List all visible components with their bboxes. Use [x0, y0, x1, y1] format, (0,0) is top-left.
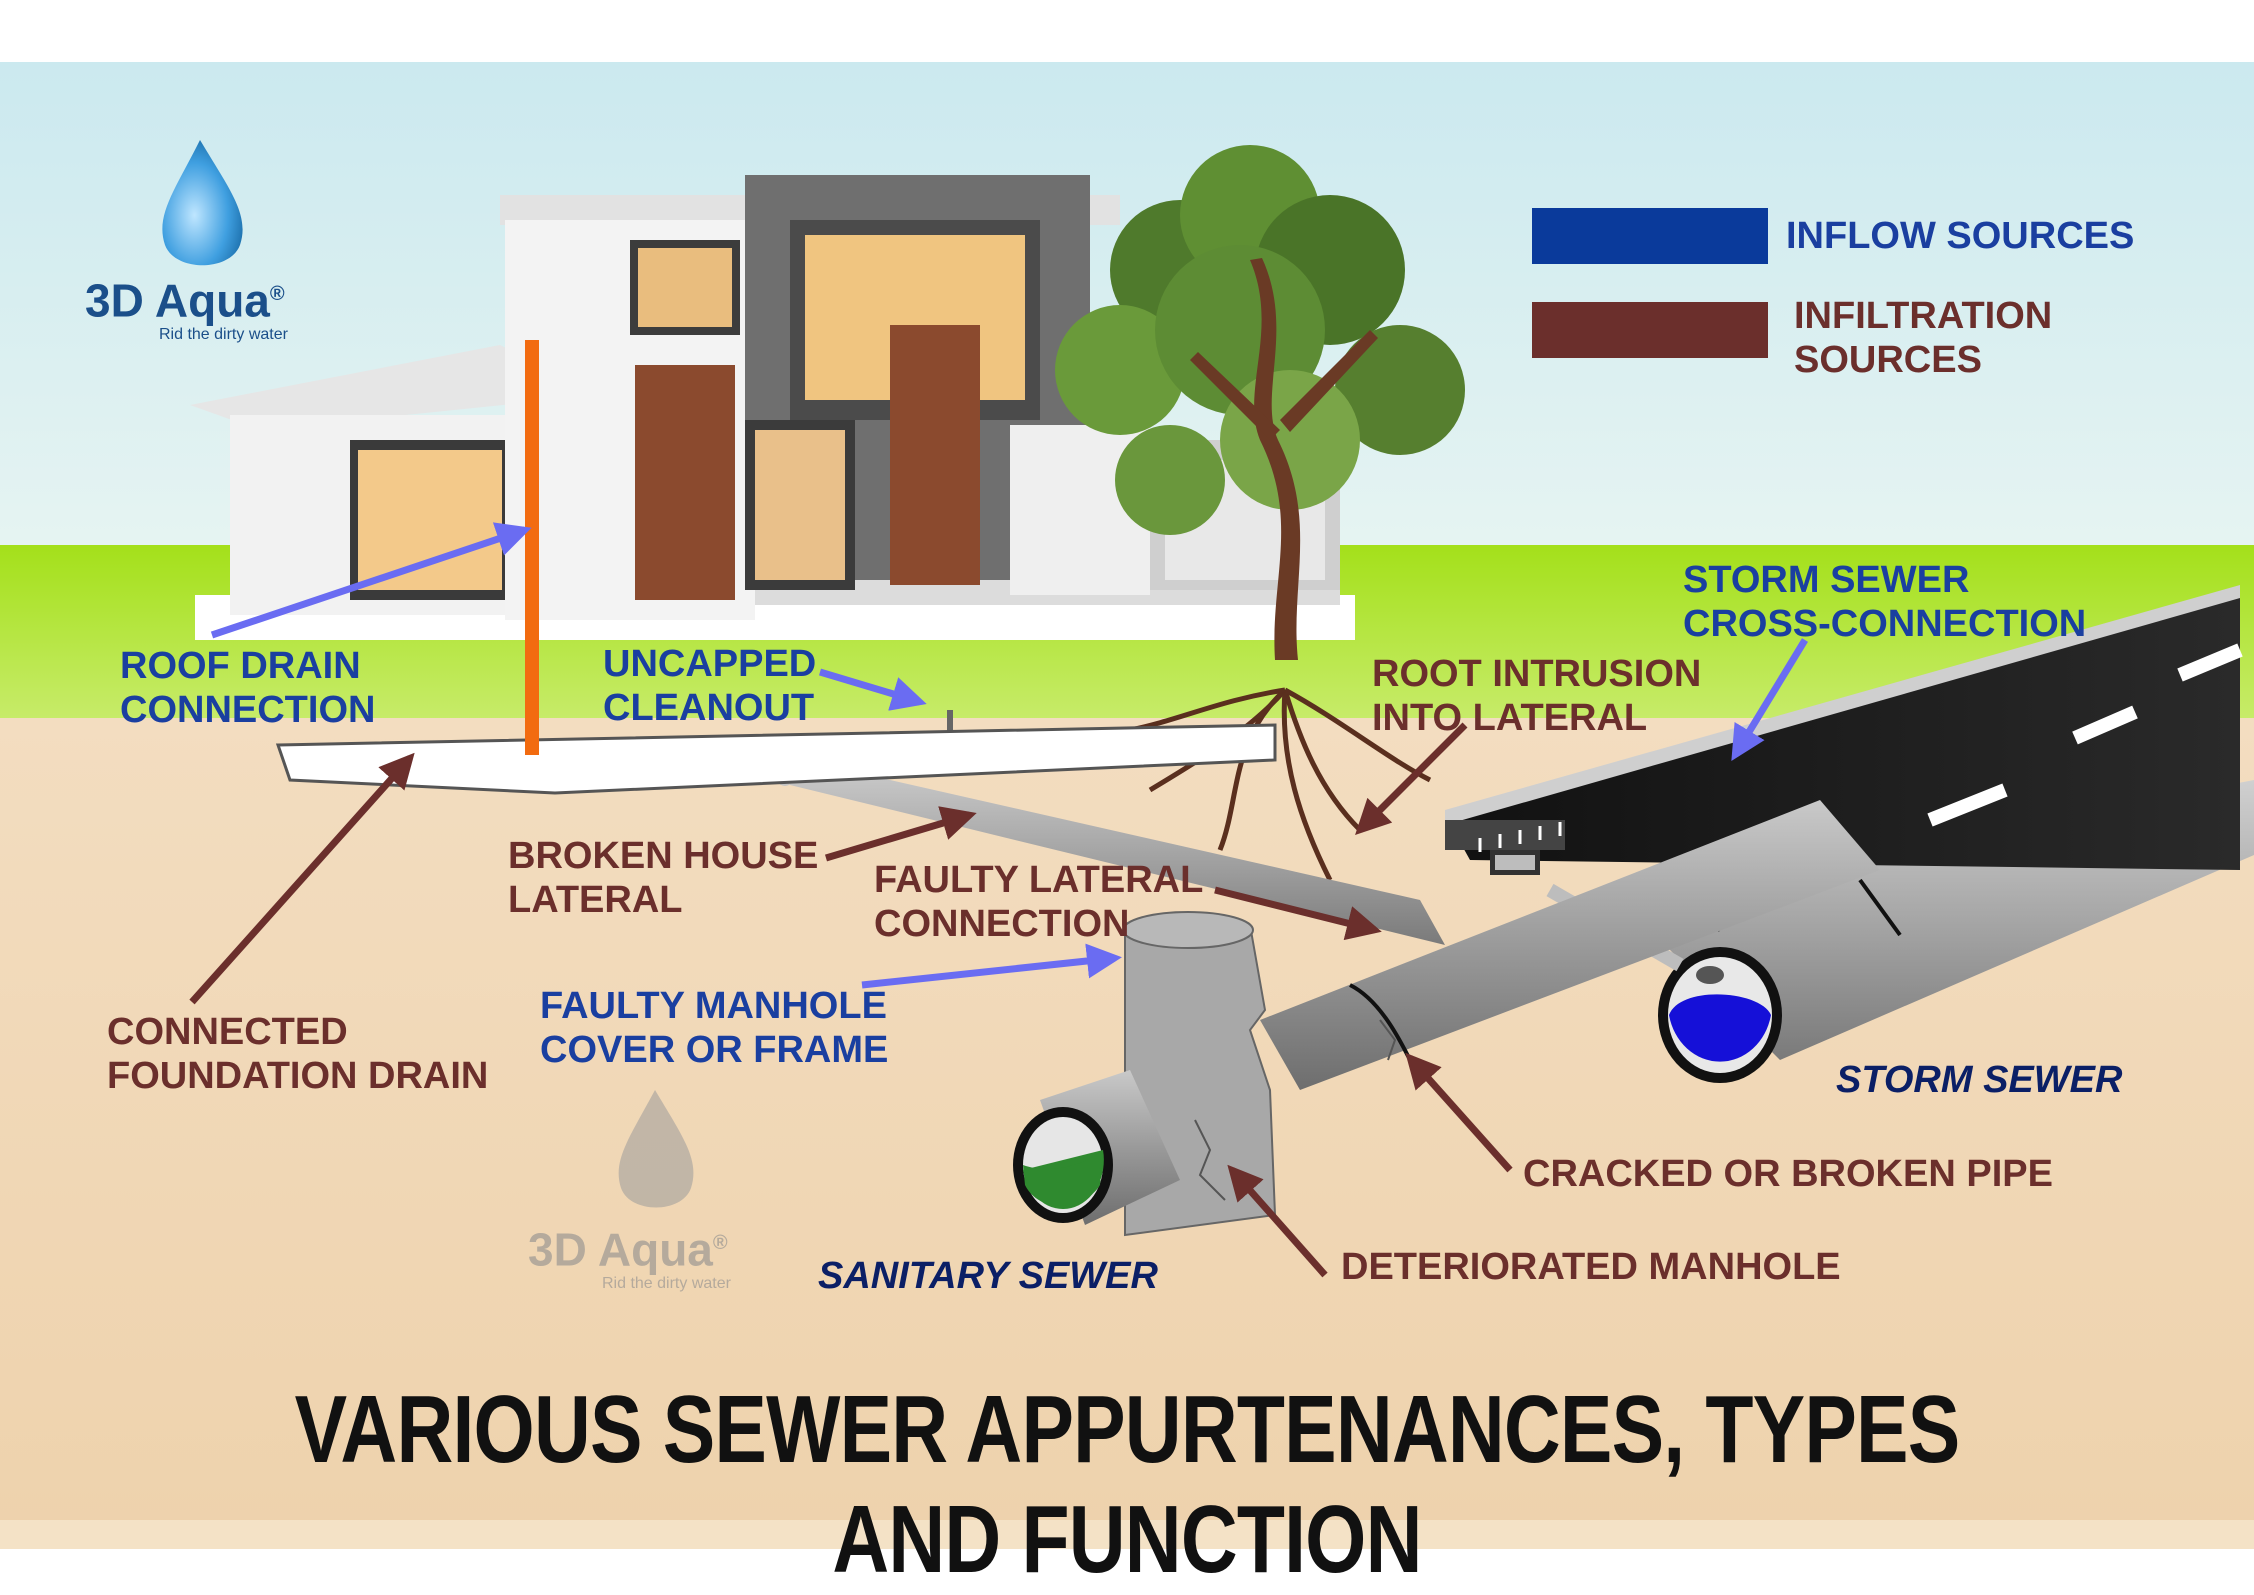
foundation-drain-line1: CONNECTED [107, 1011, 348, 1053]
roof-drain-line1: ROOF DRAIN [120, 645, 361, 687]
root-intrusion-line2: INTO LATERAL [1372, 697, 1648, 739]
arrow-uncapped-cleanout [818, 668, 927, 711]
manhole [1013, 911, 1277, 1237]
logo-registered: ® [269, 283, 285, 305]
arrow-faulty-manhole [861, 943, 1122, 989]
faulty-manhole-line1: FAULTY MANHOLE [540, 985, 887, 1027]
roof-drain-line2: CONNECTION [120, 689, 376, 731]
logo-name: 3D Aqua [85, 274, 270, 327]
uncapped-cleanout-line2: CLEANOUT [603, 687, 815, 729]
foundation-drain-label: CONNECTED FOUNDATION DRAIN [107, 1010, 488, 1098]
deteriorated-manhole-label: DETERIORATED MANHOLE [1341, 1246, 1841, 1288]
logo-tagline: Rid the dirty water [159, 326, 288, 344]
legend-swatch-infiltration [1532, 302, 1768, 358]
storm-sewer-label: STORM SEWER [1836, 1059, 2123, 1101]
arrow-roof-drain [210, 522, 532, 639]
arrow-storm-cross [1731, 638, 1808, 761]
arrow-deteriorated-manhole [1227, 1164, 1328, 1278]
storm-cross-line1: STORM SEWER [1683, 559, 1970, 601]
faulty-manhole-label: FAULTY MANHOLE COVER OR FRAME [540, 984, 888, 1072]
uncapped-cleanout-line1: UNCAPPED [603, 643, 817, 685]
diagram-canvas [0, 62, 2254, 1549]
watermark-logo: 3D Aqua® Rid the dirty water [528, 1217, 731, 1293]
sanitary-sewer-label: SANITARY SEWER [818, 1255, 1158, 1297]
legend-infiltration-label: INFILTRATION SOURCES [1794, 294, 2052, 382]
arrow-broken-lateral [824, 806, 977, 862]
faulty-lateral-line1: FAULTY LATERAL [874, 859, 1204, 901]
arrow-cracked-pipe [1405, 1052, 1513, 1173]
root-intrusion-label: ROOT INTRUSION INTO LATERAL [1372, 652, 1701, 740]
legend-infiltration-line1: INFILTRATION [1794, 295, 2053, 337]
storm-cross-line2: CROSS-CONNECTION [1683, 603, 2087, 645]
roof-drain-label: ROOF DRAIN CONNECTION [120, 644, 375, 732]
faulty-lateral-line2: CONNECTION [874, 903, 1130, 945]
legend-inflow-label: INFLOW SOURCES [1786, 214, 2134, 258]
legend-inflow-text: INFLOW SOURCES [1786, 215, 2135, 257]
sewer-diagram [0, 62, 2254, 1549]
faulty-manhole-line2: COVER OR FRAME [540, 1029, 889, 1071]
page-title: VARIOUS SEWER APPURTENANCES, TYPES AND F… [294, 1376, 1961, 1593]
arrow-foundation-drain [189, 752, 415, 1005]
broken-lateral-label: BROKEN HOUSE LATERAL [508, 834, 818, 922]
water-drop-icon [162, 140, 243, 266]
watermark-logo-registered: ® [712, 1232, 728, 1254]
watermark-logo-name: 3D Aqua [528, 1223, 713, 1276]
downspout [525, 340, 539, 755]
faulty-lateral-label: FAULTY LATERAL CONNECTION [874, 858, 1203, 946]
house [190, 175, 1355, 640]
tree [1055, 145, 1465, 882]
legend-swatch-inflow [1532, 208, 1768, 264]
logo: 3D Aqua® Rid the dirty water [85, 268, 288, 344]
uncapped-cleanout-label: UNCAPPED CLEANOUT [603, 642, 816, 730]
legend-infiltration-line2: SOURCES [1794, 339, 1982, 381]
cracked-pipe-label: CRACKED OR BROKEN PIPE [1523, 1153, 2053, 1195]
water-drop-icon [618, 1090, 694, 1208]
foundation-drain-line2: FOUNDATION DRAIN [107, 1055, 489, 1097]
broken-lateral-line1: BROKEN HOUSE [508, 835, 819, 877]
arrow-faulty-lateral [1214, 886, 1382, 941]
arrows [189, 522, 1808, 1278]
bottom-band [0, 1520, 2254, 1549]
root-intrusion-line1: ROOT INTRUSION [1372, 653, 1702, 695]
arrow-root-intrusion [1355, 722, 1468, 835]
storm-cross-label: STORM SEWER CROSS-CONNECTION [1683, 558, 2086, 646]
broken-lateral-line2: LATERAL [508, 879, 683, 921]
watermark-logo-tagline: Rid the dirty water [602, 1275, 731, 1293]
